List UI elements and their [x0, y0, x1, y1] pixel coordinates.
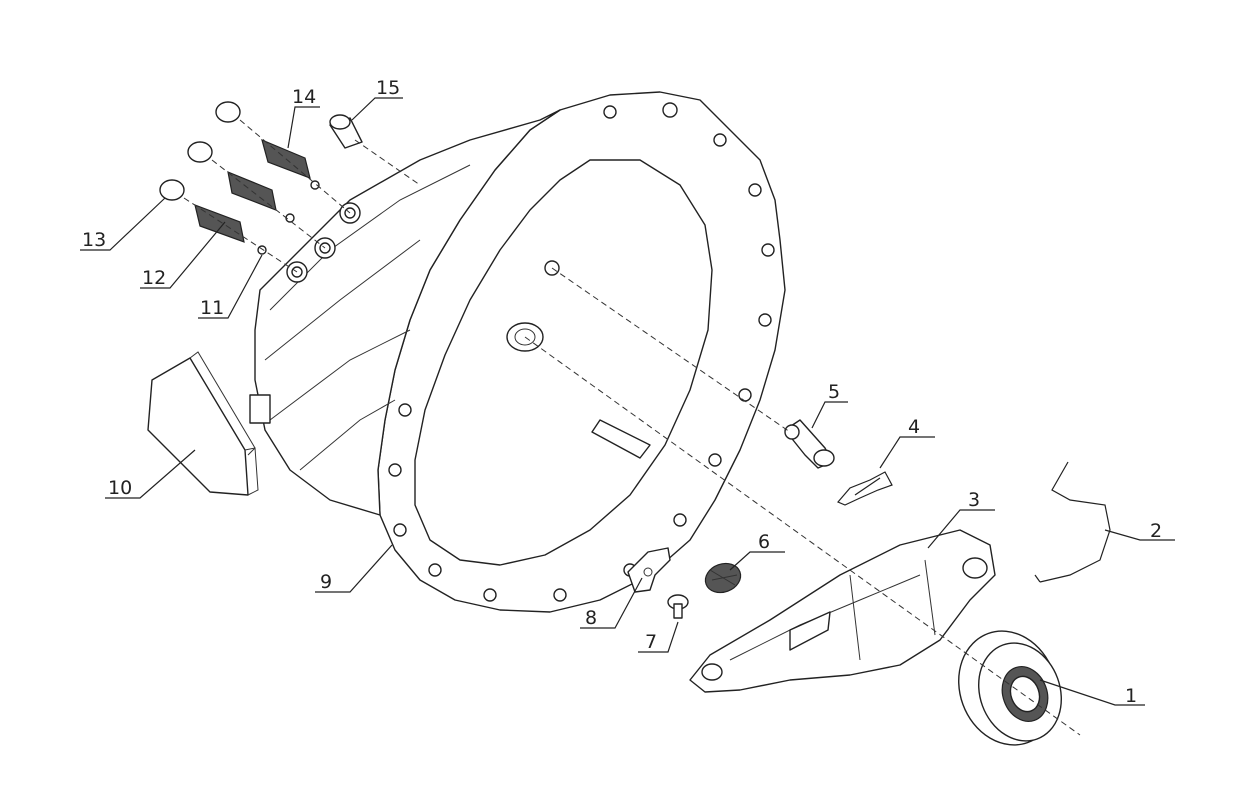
callout-6: 6: [758, 531, 770, 553]
bracket: [627, 547, 671, 593]
return-spring: [704, 562, 742, 594]
release-bearing: [958, 630, 1062, 746]
callout-14: 14: [292, 86, 316, 108]
assembly-center-lines: [183, 119, 1081, 736]
callout-labels: 1 2 3 4 5 6 7 8 9 10 11 12 13 14 15: [82, 77, 1162, 707]
bolt: [667, 594, 689, 619]
callout-4: 4: [908, 416, 920, 438]
callout-12: 12: [142, 267, 166, 289]
callout-13: 13: [82, 229, 106, 251]
callout-1: 1: [1125, 685, 1137, 707]
clutch-housing: [249, 91, 786, 613]
wire-clip: [1034, 461, 1111, 583]
callout-10: 10: [108, 477, 132, 499]
callout-11: 11: [200, 297, 224, 319]
release-fork: [689, 529, 996, 693]
cover-plate: [147, 351, 259, 496]
callout-8: 8: [585, 607, 597, 629]
callout-5: 5: [828, 381, 840, 403]
retainer-spring: [837, 471, 893, 506]
callout-2: 2: [1150, 520, 1162, 542]
callout-7: 7: [645, 631, 657, 653]
leader-lines: [80, 97, 1175, 706]
callout-3: 3: [968, 489, 980, 511]
pivot-ball-stud: [784, 419, 835, 469]
callout-15: 15: [376, 77, 400, 99]
callout-9: 9: [320, 571, 332, 593]
